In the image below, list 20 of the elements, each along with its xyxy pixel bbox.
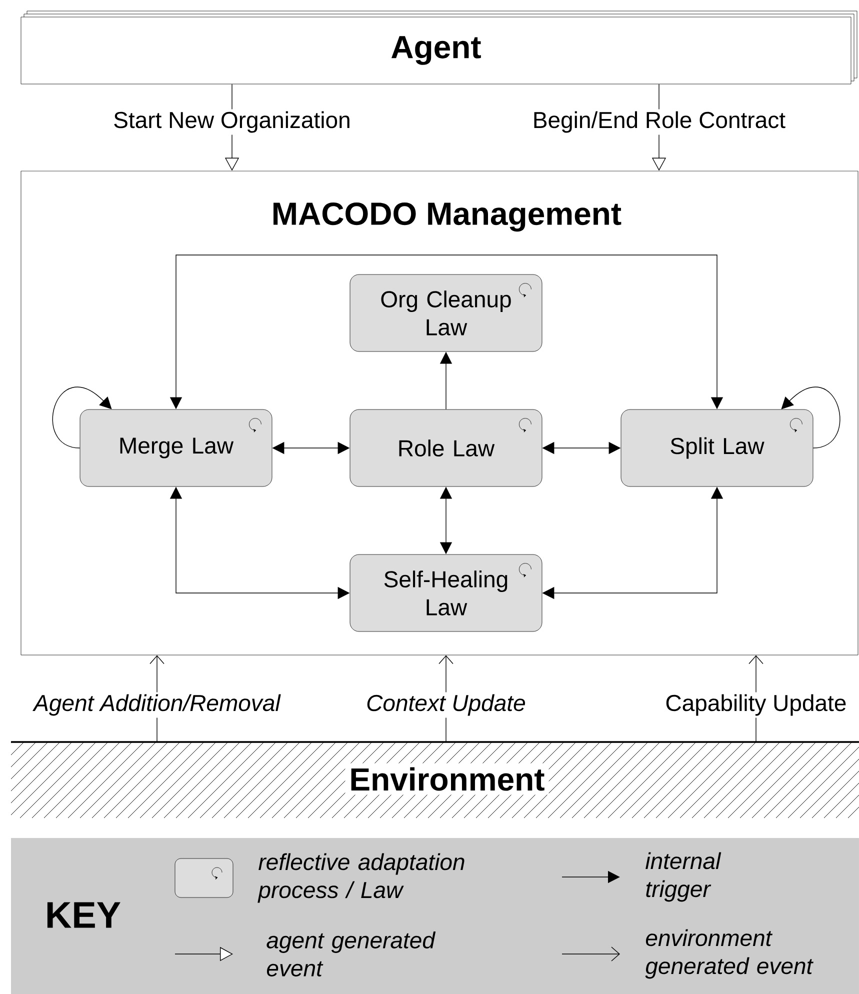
legend-text: internal trigger [646,852,722,902]
legend-text: reflective adaptation process / Law [258,853,464,903]
edge-label: Agent Addition/Removal [32,692,282,718]
law-box: Merge Law [80,409,272,487]
edge-label: Capability Update [663,692,849,718]
arrow [52,387,112,448]
law-box: Org Cleanup Law [350,274,542,352]
law-box: Self-Healing Law [350,554,542,632]
edge-label: Start New Organization [111,109,353,135]
environment-band: Environment [11,741,859,818]
edge-label: Context Update [364,692,528,718]
key-title: KEY [47,902,120,928]
node-label: Environment [351,767,544,791]
arrow [781,387,840,448]
agent-box: Agent [20,10,858,84]
legend-text: agent generated event [266,932,436,976]
edge-label: Begin/End Role Contract [530,109,788,135]
legend-text: environment generated event [645,929,814,979]
law-box: Role Law [350,409,542,487]
law-box: Split Law [620,409,814,487]
